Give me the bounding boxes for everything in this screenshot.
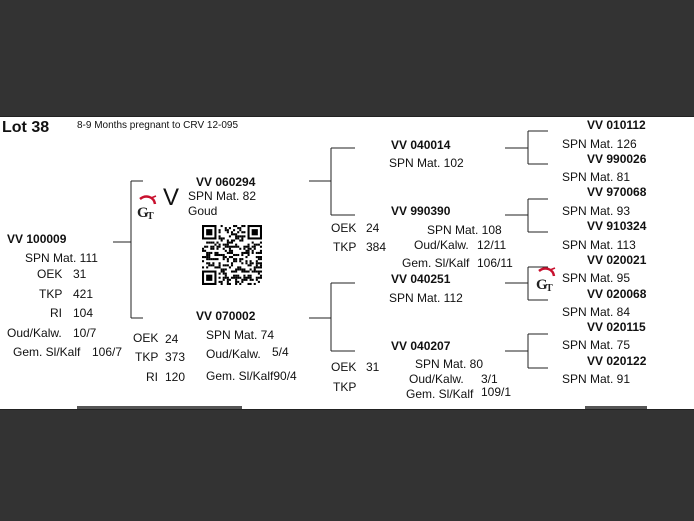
sire-dam-tkp-label: TKP: [333, 240, 357, 254]
dam-dam-oud-label: Oud/Kalw.: [409, 372, 464, 386]
svg-text:G: G: [137, 205, 149, 221]
dam-ri-value: 120: [165, 370, 186, 384]
sire-dam-oud-label: Oud/Kalw.: [414, 238, 469, 252]
dam-name: VV 070002: [196, 309, 256, 323]
dam-oud-label: Oud/Kalw.: [206, 347, 261, 361]
cut-off-text: [77, 406, 242, 409]
dam-spn: SPN Mat. 74: [206, 328, 275, 342]
gen4-name: VV 020068: [587, 287, 647, 301]
dam-dam-gem-label: Gem. Sl/Kalf: [406, 387, 474, 401]
dam-oek-value: 24: [165, 332, 179, 346]
gen4-spn: SPN Mat. 81: [562, 170, 631, 184]
sire-sire-name: VV 040014: [391, 138, 451, 152]
sire-dam-spn: SPN Mat. 108: [427, 223, 502, 237]
gen4-name: VV 970068: [587, 185, 647, 199]
gen4-spn: SPN Mat. 95: [562, 271, 631, 285]
dam-dam-tkp-label: TKP: [333, 380, 357, 394]
sire-dam-gem-value: 106/11: [477, 256, 513, 270]
gen4-spn: SPN Mat. 75: [562, 338, 631, 352]
subject-oek-label: OEK: [37, 267, 63, 281]
gen4-name: VV 910324: [587, 219, 647, 233]
qr-code: [202, 225, 262, 285]
dam-dam-gem-value: 109/1: [481, 385, 512, 399]
pedigree-sheet: Lot 38 8-9 Months pregnant to CRV 12-095…: [0, 116, 694, 410]
gt-logo-icon: G T: [136, 195, 158, 222]
subject-name: VV 100009: [7, 232, 67, 246]
dam-dam-oud-value: 3/1: [481, 372, 498, 386]
subject-gem-value: 106/7: [92, 345, 123, 359]
subject-tkp-label: TKP: [39, 287, 63, 301]
pedigree-connector-lines: [113, 130, 548, 369]
dam-tkp-value: 373: [165, 350, 186, 364]
v-mark: V: [163, 184, 180, 211]
sire-dam-name: VV 990390: [391, 204, 451, 218]
subject-oud-value: 10/7: [73, 326, 97, 340]
dam-oek-label: OEK: [133, 331, 159, 345]
gen4-spn: SPN Mat. 113: [562, 238, 636, 252]
subject-gem-label: Gem. Sl/Kalf: [13, 345, 81, 359]
dam-sire-spn: SPN Mat. 112: [389, 291, 463, 305]
svg-text:G: G: [536, 277, 548, 293]
lot-title: Lot 38: [2, 119, 50, 136]
svg-text:T: T: [546, 283, 553, 293]
gen4-name: VV 020021: [587, 253, 647, 267]
gen4-spn: SPN Mat. 93: [562, 204, 631, 218]
gen4-name: VV 010112: [587, 118, 646, 132]
sire-sire-spn: SPN Mat. 102: [389, 156, 464, 170]
gen4-name: VV 020122: [587, 354, 647, 368]
sire-dam-oud-value: 12/11: [477, 238, 507, 252]
gen4-spn: SPN Mat. 91: [562, 372, 631, 386]
sire-spn: SPN Mat. 82: [188, 189, 257, 203]
dam-tkp-label: TKP: [135, 350, 159, 364]
dam-dam-oek-label: OEK: [331, 360, 357, 374]
sire-dam-gem-label: Gem. Sl/Kalf: [402, 256, 470, 270]
gen4-name: VV 990026: [587, 152, 647, 166]
lot-subtitle: 8-9 Months pregnant to CRV 12-095: [77, 120, 239, 131]
sire-dam-oek-label: OEK: [331, 221, 357, 235]
dam-gem-label: Gem. Sl/Kalf90/4: [206, 369, 297, 383]
sire-dam-oek-value: 24: [366, 221, 380, 235]
svg-text:T: T: [147, 211, 154, 221]
subject-oek-value: 31: [73, 267, 87, 281]
dam-ri-label: RI: [146, 370, 158, 384]
sire-name: VV 060294: [196, 175, 256, 189]
dam-dam-spn: SPN Mat. 80: [415, 357, 484, 371]
subject-spn: SPN Mat. 111: [25, 251, 98, 265]
gen4-name: VV 020115: [587, 320, 646, 334]
dam-dam-oek-value: 31: [366, 360, 380, 374]
cut-off-text: [585, 406, 647, 409]
sire-note: Goud: [188, 204, 218, 218]
sire-dam-tkp-value: 384: [366, 240, 387, 254]
subject-ri-value: 104: [73, 306, 94, 320]
dam-sire-name: VV 040251: [391, 272, 451, 286]
subject-ri-label: RI: [50, 306, 62, 320]
dam-oud-value: 5/4: [272, 345, 289, 359]
dam-dam-name: VV 040207: [391, 339, 451, 353]
gt-logo-icon: G T: [535, 267, 557, 294]
subject-oud-label: Oud/Kalw.: [7, 326, 62, 340]
gen4-spn: SPN Mat. 84: [562, 305, 631, 319]
subject-tkp-value: 421: [73, 287, 94, 301]
gen4-spn: SPN Mat. 126: [562, 137, 637, 151]
